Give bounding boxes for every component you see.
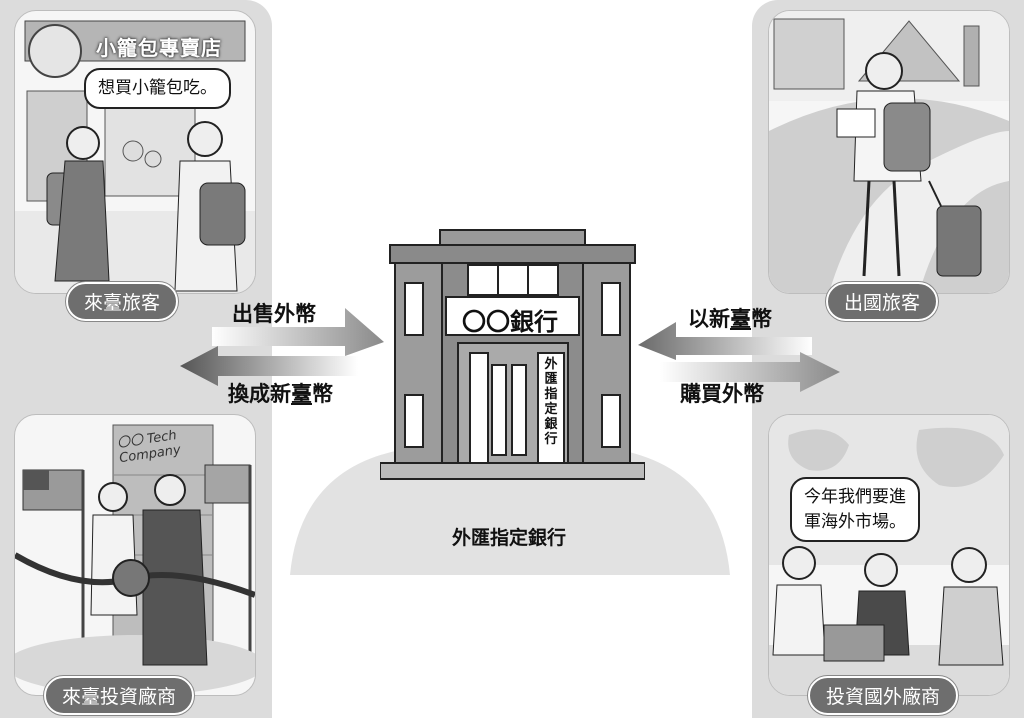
label-part: 換成新 xyxy=(228,382,291,406)
scene-outbound-tourists xyxy=(768,10,1010,294)
left-bottom-arrow xyxy=(180,346,358,386)
left-bottom-label: 換成新臺幣 xyxy=(228,378,333,408)
center-caption: 外匯指定銀行 xyxy=(452,527,567,549)
scene-outbound-investors xyxy=(768,414,1010,696)
speech-bubble-meeting: 今年我們要進 軍海外市場。 xyxy=(790,477,920,543)
speech-line: 軍海外市場。 xyxy=(804,511,906,532)
label-outbound-tourists: 出國旅客 xyxy=(826,282,939,321)
sign-char: 定 xyxy=(544,402,558,417)
label-part: 幣 xyxy=(312,382,333,406)
left-top-arrow xyxy=(212,308,384,356)
sign-char: 外 xyxy=(544,357,558,372)
bank-vertical-sign: 外 匯 指 定 銀 行 xyxy=(540,357,562,447)
label-incoming-tourists: 來臺旅客 xyxy=(66,282,179,321)
right-top-arrow xyxy=(638,322,812,360)
speech-line: 今年我們要進 xyxy=(804,487,906,507)
sign-char: 銀 xyxy=(544,417,558,432)
right-top-label: 以新臺幣 xyxy=(688,303,772,333)
sign-char: 匯 xyxy=(544,372,558,387)
shop-sign: 小籠包專賣店 xyxy=(96,36,222,60)
sign-char: 行 xyxy=(544,432,558,447)
bank-building xyxy=(380,229,645,480)
label-part-underlined: 臺 xyxy=(730,307,751,331)
right-bottom-arrow xyxy=(660,352,840,392)
label-part: 以新 xyxy=(688,307,730,331)
label-outbound-investors: 投資國外廠商 xyxy=(808,676,959,715)
outbound-illustration xyxy=(769,11,1009,293)
label-part: 幣 xyxy=(751,307,772,331)
sign-char: 指 xyxy=(544,387,558,402)
bank-name: 〇〇銀行 xyxy=(462,308,558,336)
label-part-underlined: 臺 xyxy=(291,382,312,406)
label-incoming-investors: 來臺投資廠商 xyxy=(44,676,195,715)
meeting-illustration xyxy=(769,415,1009,695)
left-top-label: 出售外幣 xyxy=(232,302,316,326)
scene-incoming-tourists xyxy=(14,10,256,294)
right-bottom-label: 購買外幣 xyxy=(680,382,764,406)
tourists-illustration xyxy=(15,20,255,293)
speech-bubble-tourist: 想買小籠包吃。 xyxy=(84,68,231,109)
